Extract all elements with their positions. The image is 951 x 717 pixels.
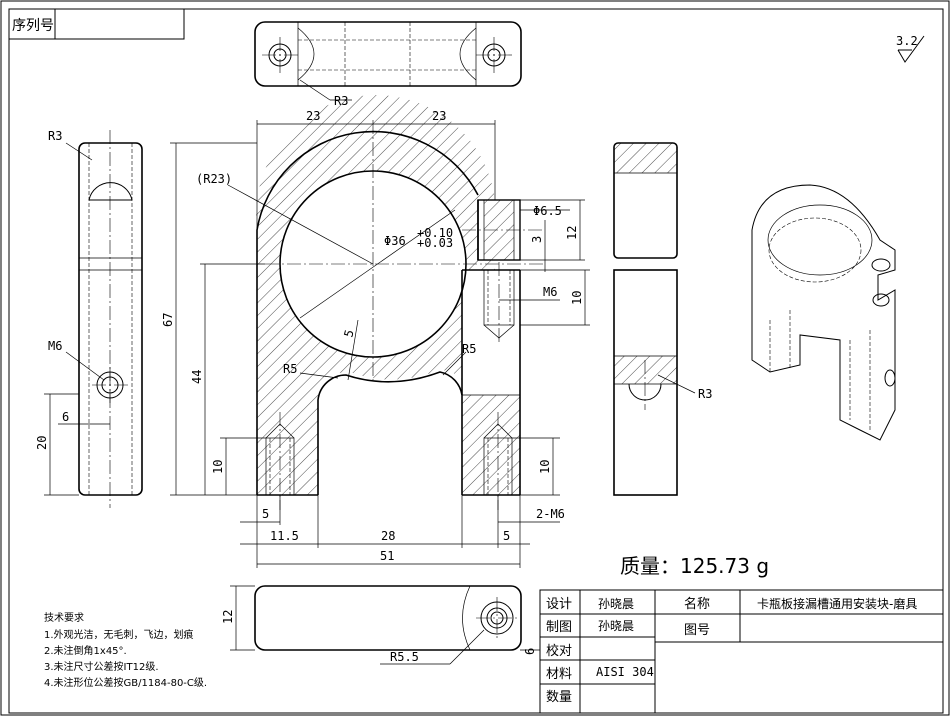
- inner-border: [8, 8, 944, 714]
- serial-box: [8, 8, 185, 40]
- drawing-name: 孙晓晨: [598, 619, 634, 633]
- tech-item: 1.外观光洁，无毛刺，飞边，划痕: [44, 628, 194, 641]
- title-block: 设计 孙晓晨 制图 孙晓晨 校对 材料 AISI 304 数量 名称 卡瓶板接漏…: [539, 589, 944, 714]
- dim-5-slope: 5: [341, 328, 356, 339]
- iso-view: [751, 184, 896, 441]
- dim-11-5: 11.5: [270, 529, 299, 543]
- dim-28: 28: [381, 529, 395, 543]
- front-view: 23 23 (R23) Φ36 +0.10 +0.03 Φ6.5 12 3 M6…: [161, 95, 590, 568]
- tech-requirements: 技术要求 1.外观光洁，无毛刺，飞边，划痕 2.未注倒角1x45°. 3.未注尺…: [44, 611, 207, 689]
- dim-23-left: 23: [306, 109, 320, 123]
- mass-label: 质量：125.73 g: [620, 554, 769, 578]
- dim-3: 3: [530, 236, 544, 243]
- top-view: R3: [254, 21, 522, 108]
- qty-label: 数量: [546, 690, 572, 705]
- surface-finish-value: 3.2: [896, 34, 918, 48]
- material-label: 材料: [546, 667, 572, 682]
- material-value: AISI 304: [596, 665, 654, 679]
- dim-67: 67: [161, 313, 175, 327]
- dim-5-a: 5: [262, 507, 269, 521]
- dim-51: 51: [380, 549, 394, 563]
- serial-label: 序列号: [12, 18, 54, 34]
- design-name: 孙晓晨: [598, 597, 634, 611]
- dim-phi36: Φ36: [384, 234, 406, 248]
- name-label: 名称: [684, 596, 710, 612]
- dim-tol-low: +0.03: [417, 236, 453, 250]
- dim-m6-left: M6: [48, 339, 62, 353]
- dim-6-left: 6: [62, 410, 69, 424]
- dim-r23: (R23): [196, 172, 232, 186]
- name-value: 卡瓶板接漏槽通用安装块-磨具: [757, 596, 917, 611]
- dim-10-right: 10: [538, 460, 552, 474]
- tech-item: 3.未注尺寸公差按IT12级.: [44, 660, 159, 673]
- dim-20: 20: [35, 436, 49, 450]
- dim-6-bottom: 6: [523, 648, 537, 655]
- right-view: R3: [613, 142, 712, 496]
- dim-m6-mid: M6: [543, 285, 557, 299]
- dim-r5-right: R5: [462, 342, 476, 356]
- left-view: R3 M6 6 20: [35, 129, 143, 508]
- tech-item: 4.未注形位公差按GB/1184-80-C级.: [44, 676, 207, 689]
- drawing-no-label: 图号: [684, 623, 710, 638]
- dim-r5-5: R5.5: [390, 650, 419, 664]
- dim-tol-up: +0.10: [417, 226, 453, 240]
- dim-23-right: 23: [432, 109, 446, 123]
- dim-10-left: 10: [211, 460, 225, 474]
- dim-phi6-5: Φ6.5: [533, 204, 562, 218]
- bottom-view: 12 R5.5 6: [221, 585, 540, 665]
- surface-finish-symbol: 3.2: [896, 34, 925, 63]
- tech-title: 技术要求: [44, 611, 84, 624]
- dim-10-mid: 10: [570, 291, 584, 305]
- drawing-label: 制图: [546, 620, 572, 635]
- dim-r3-left: R3: [48, 129, 62, 143]
- design-label: 设计: [546, 597, 572, 612]
- dim-2-m6: 2-M6: [536, 507, 565, 521]
- check-label: 校对: [546, 643, 572, 659]
- tech-item: 2.未注倒角1x45°.: [44, 644, 127, 657]
- dim-12-right: 12: [565, 226, 579, 240]
- dim-r3-side: R3: [698, 387, 712, 401]
- dim-12-bottom: 12: [221, 610, 235, 624]
- dim-r5-left: R5: [283, 362, 297, 376]
- dim-5-b: 5: [503, 529, 510, 543]
- dim-44: 44: [190, 370, 204, 384]
